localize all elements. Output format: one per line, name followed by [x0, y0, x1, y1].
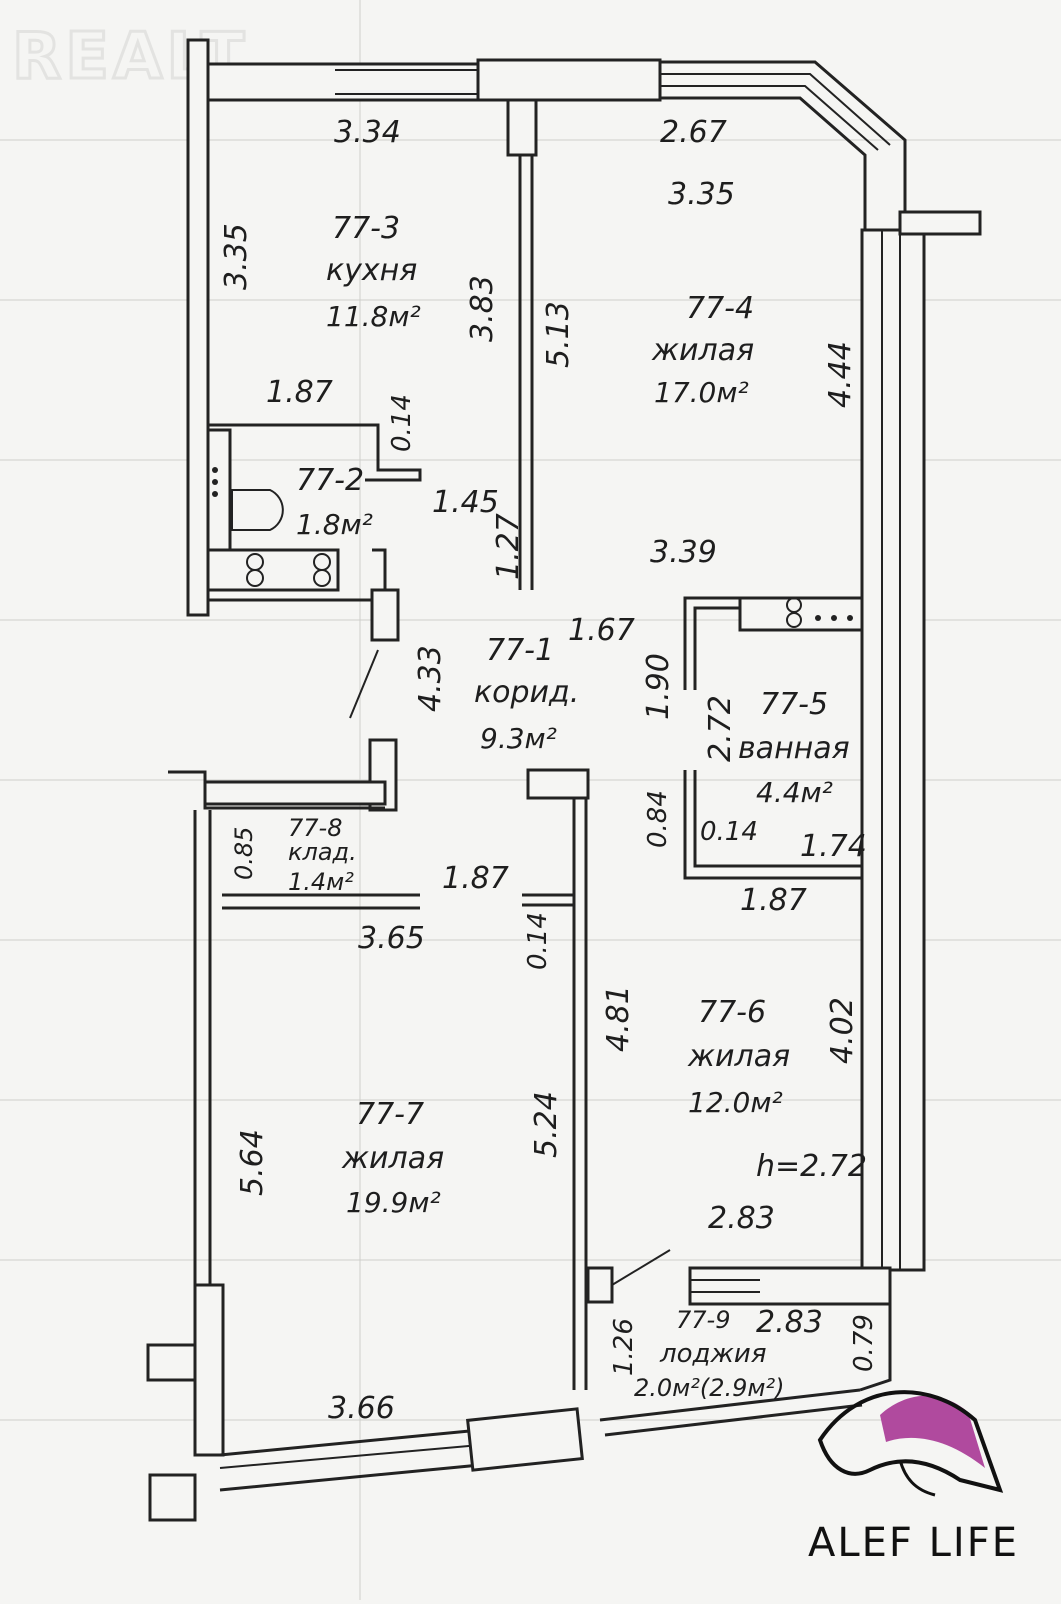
dimension-label: 3.35	[219, 223, 254, 290]
room-name: жилая	[687, 1039, 790, 1074]
dimension-label: 5.24	[529, 1091, 564, 1158]
room-id: 77-7	[356, 1097, 424, 1132]
toilet-icon	[212, 467, 284, 531]
stove-icon	[246, 553, 331, 587]
room-id: 77-3	[332, 211, 400, 246]
dimension-label: 3.39	[650, 535, 717, 570]
room-id: 77-6	[698, 995, 766, 1030]
dimension-label: 3.66	[328, 1391, 395, 1426]
alef-life-logo: ALEF LIFE	[808, 1390, 1019, 1566]
walls	[146, 38, 982, 1522]
dimension-label: 3.34	[334, 115, 401, 150]
room-name: ванная	[738, 731, 850, 766]
room-area: 11.8м²	[326, 300, 421, 333]
ceiling-height: h=2.72	[756, 1149, 867, 1184]
room-area: 1.4м²	[288, 868, 354, 896]
logo-outline-icon	[817, 1390, 1004, 1493]
dimension-label: 0.79	[849, 1314, 879, 1372]
dimension-label: 5.13	[541, 301, 576, 368]
dimension-label: 1.45	[432, 485, 499, 520]
room-name: кухня	[326, 253, 417, 288]
dimension-label: 2.83	[708, 1201, 775, 1236]
dimension-label: 1.87	[740, 883, 807, 918]
room-77-6-label: 77-6 жилая 12.0м²	[687, 995, 790, 1119]
dimension-label: 3.35	[668, 177, 735, 212]
room-id: 77-4	[686, 291, 754, 326]
wall-top-right-corner	[660, 60, 907, 230]
wall-right	[860, 228, 926, 1272]
room-id: 77-8	[288, 814, 342, 842]
dimension-label: 1.67	[568, 613, 635, 648]
room-area: 4.4м²	[756, 776, 833, 809]
dimension-label: 1.87	[266, 375, 333, 410]
dimension-label: 5.64	[235, 1129, 270, 1196]
bath-icon	[786, 597, 853, 628]
dimension-label: 0.14	[387, 394, 417, 452]
wall-right-stub	[898, 210, 982, 236]
room-77-2-label: 77-2 1.8м²	[296, 463, 373, 541]
dimension-label: 4.81	[601, 985, 636, 1052]
dimension-label: 1.27	[491, 513, 526, 580]
room-77-9-label: 77-9 лоджия 2.0м²(2.9м²)	[634, 1306, 785, 1402]
dimension-label: 1.87	[442, 861, 509, 896]
room-77-8-label: 77-8 клад. 1.4м²	[288, 814, 357, 896]
dimension-label: 0.14	[523, 912, 553, 970]
room-77-7-label: 77-7 жилая 19.9м²	[341, 1097, 444, 1219]
room-area: 19.9м²	[346, 1186, 441, 1219]
room-name: жилая	[341, 1141, 444, 1176]
brand-name: ALEF LIFE	[808, 1520, 1019, 1566]
room-area: 1.8м²	[296, 508, 373, 541]
dimension-label: 1.74	[800, 829, 867, 864]
dimension-label: 4.02	[825, 997, 860, 1064]
dimension-label: 0.85	[230, 827, 258, 880]
dimension-label: 2.72	[703, 695, 738, 762]
room-name: корид.	[474, 675, 579, 710]
room-name: лоджия	[659, 1339, 766, 1369]
room-77-5-label: 77-5 ванная 4.4м²	[738, 687, 850, 809]
dimension-label: 2.83	[756, 1305, 823, 1340]
dimension-label: 4.44	[823, 341, 858, 408]
room-name: клад.	[288, 838, 357, 866]
wall-left-upper	[186, 38, 210, 617]
room-area: 2.0м²(2.9м²)	[634, 1374, 785, 1402]
dimension-label: 3.65	[358, 921, 425, 956]
room-id: 77-2	[296, 463, 364, 498]
dimension-label: 0.14	[700, 817, 758, 847]
dimension-label: 2.67	[660, 115, 727, 150]
room-77-1-label: 77-1 корид. 9.3м²	[474, 633, 579, 755]
room-area: 17.0м²	[654, 376, 749, 409]
dimension-label: 1.90	[641, 653, 676, 720]
room-area: 12.0м²	[688, 1086, 783, 1119]
dimension-labels: 3.34 2.67 3.35 3.35 3.83 5.13 4.44 1.87 …	[219, 115, 879, 1426]
wall-top-middle	[476, 58, 662, 102]
dimension-label: 0.84	[643, 790, 673, 848]
dimension-label: 4.33	[413, 645, 448, 712]
dimension-label: 3.83	[465, 275, 500, 342]
room-id: 77-5	[760, 687, 828, 722]
dimension-label: 1.26	[609, 1318, 639, 1376]
room-id: 77-1	[486, 633, 554, 668]
room-77-4-label: 77-4 жилая 17.0м²	[651, 291, 754, 409]
room-area: 9.3м²	[480, 722, 557, 755]
room-id: 77-9	[676, 1306, 730, 1334]
logo-mark-icon	[880, 1395, 985, 1468]
room-77-3-label: 77-3 кухня 11.8м²	[326, 211, 421, 333]
room-name: жилая	[651, 333, 754, 368]
